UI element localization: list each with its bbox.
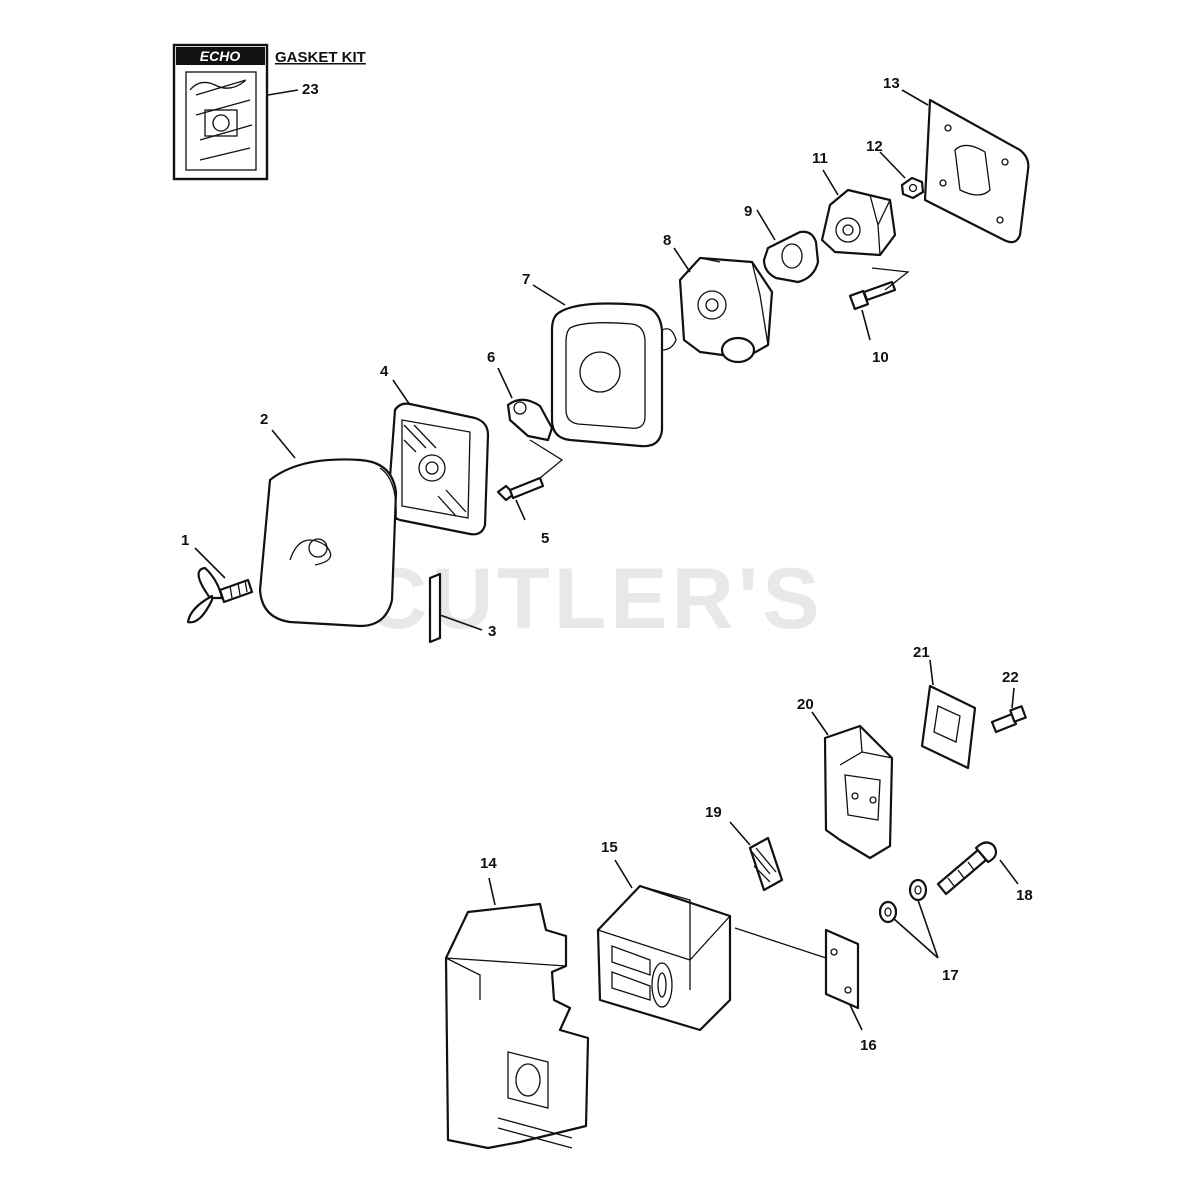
callout-13: 13 bbox=[883, 75, 900, 92]
callout-11: 11 bbox=[812, 150, 828, 167]
callout-7: 7 bbox=[522, 271, 530, 288]
callout-15: 15 bbox=[601, 839, 618, 856]
callout-14: 14 bbox=[480, 855, 497, 872]
callout-21: 21 bbox=[913, 644, 930, 661]
callout-labels: 1 2 3 4 5 6 7 8 9 10 11 12 13 14 15 16 1… bbox=[181, 75, 1033, 1054]
part-8-carburetor bbox=[678, 256, 774, 364]
part-18-bolt bbox=[936, 841, 998, 896]
callout-3: 3 bbox=[488, 623, 496, 640]
callout-22: 22 bbox=[1002, 669, 1019, 686]
part-10-bolt bbox=[848, 267, 910, 311]
part-14-heat-shield bbox=[444, 902, 590, 1150]
callout-2: 2 bbox=[260, 411, 268, 428]
part-15-muffler bbox=[596, 884, 827, 1032]
callout-20: 20 bbox=[797, 696, 814, 713]
part-5-screw bbox=[496, 439, 564, 502]
part-11-insulator bbox=[820, 188, 897, 257]
part-9-gasket bbox=[762, 230, 820, 284]
part-2-air-cover bbox=[258, 458, 398, 628]
part-20-cover bbox=[823, 724, 894, 860]
callout-9: 9 bbox=[744, 203, 752, 220]
callout-18: 18 bbox=[1016, 887, 1033, 904]
part-12-nut bbox=[900, 176, 925, 200]
callout-4: 4 bbox=[380, 363, 389, 380]
leader-lines bbox=[194, 89, 1019, 1031]
echo-logo: ECHO bbox=[200, 48, 241, 64]
callout-1: 1 bbox=[181, 532, 189, 549]
callout-19: 19 bbox=[705, 804, 722, 821]
part-1-wing-bolt bbox=[186, 566, 254, 624]
callout-23: 23 bbox=[302, 81, 319, 98]
part-7-air-cleaner-case bbox=[550, 302, 677, 448]
part-3-label bbox=[428, 572, 442, 644]
callout-17: 17 bbox=[942, 967, 959, 984]
part-21-plate bbox=[920, 684, 977, 770]
callout-6: 6 bbox=[487, 349, 495, 366]
part-16-plate bbox=[824, 928, 860, 1010]
callout-10: 10 bbox=[872, 349, 889, 366]
callout-8: 8 bbox=[663, 232, 671, 249]
part-22-screw bbox=[990, 705, 1027, 734]
gasket-kit-title: GASKET KIT bbox=[275, 49, 366, 66]
part-4-element bbox=[386, 402, 490, 536]
callout-16: 16 bbox=[860, 1037, 877, 1054]
part-13-gasket bbox=[923, 98, 1030, 244]
callout-12: 12 bbox=[866, 138, 883, 155]
part-6-choke bbox=[506, 398, 554, 442]
callout-5: 5 bbox=[541, 530, 549, 547]
part-17-washers bbox=[878, 878, 928, 924]
part-19-screen bbox=[748, 836, 784, 892]
gasket-kit-box: ECHO bbox=[172, 43, 269, 181]
